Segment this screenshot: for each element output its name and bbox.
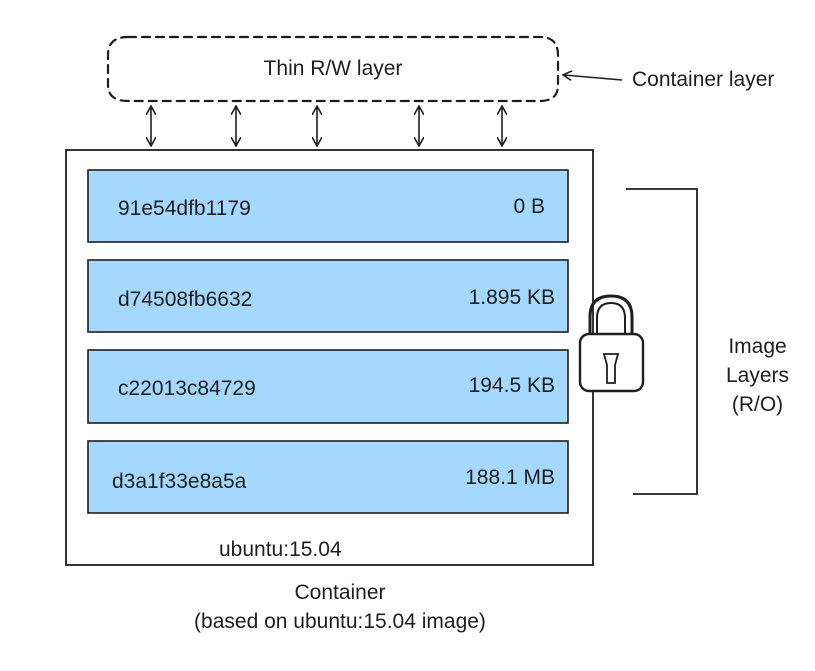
image-layers-label-line1: Image [728, 335, 787, 358]
layer-size: 1.895 KB [468, 286, 555, 309]
image-layers-label-line3: (R/O) [731, 393, 784, 416]
read-write-arrows [151, 107, 502, 145]
thin-rw-layer-box [106, 35, 560, 103]
layer-size: 194.5 KB [468, 374, 555, 397]
container-caption-title: Container [294, 581, 386, 604]
layer-id: 91e54dfb1179 [118, 197, 251, 220]
container-layer-label: Container layer [632, 68, 775, 91]
layer-size: 0 B [513, 195, 545, 218]
layer-id: c22013c84729 [118, 377, 256, 400]
image-layer-box-1 [87, 169, 569, 243]
image-layer-box-4 [87, 440, 569, 514]
image-layer-box-3 [87, 349, 569, 424]
image-layers-bracket [626, 188, 698, 495]
image-layers-label-line2: Layers [725, 364, 790, 387]
layer-size: 188.1 MB [465, 466, 555, 489]
padlock-icon [578, 294, 645, 393]
layer-id: d3a1f33e8a5a [112, 470, 247, 493]
container-caption-subtitle: (based on ubuntu:15.04 image) [194, 610, 486, 633]
layer-id: d74508fb6632 [118, 288, 253, 311]
base-image-label: ubuntu:15.04 [219, 538, 342, 561]
image-layer-box-2 [87, 259, 569, 333]
container-layer-pointer-arrow [564, 75, 623, 81]
thin-rw-layer-label: Thin R/W layer [263, 57, 403, 80]
